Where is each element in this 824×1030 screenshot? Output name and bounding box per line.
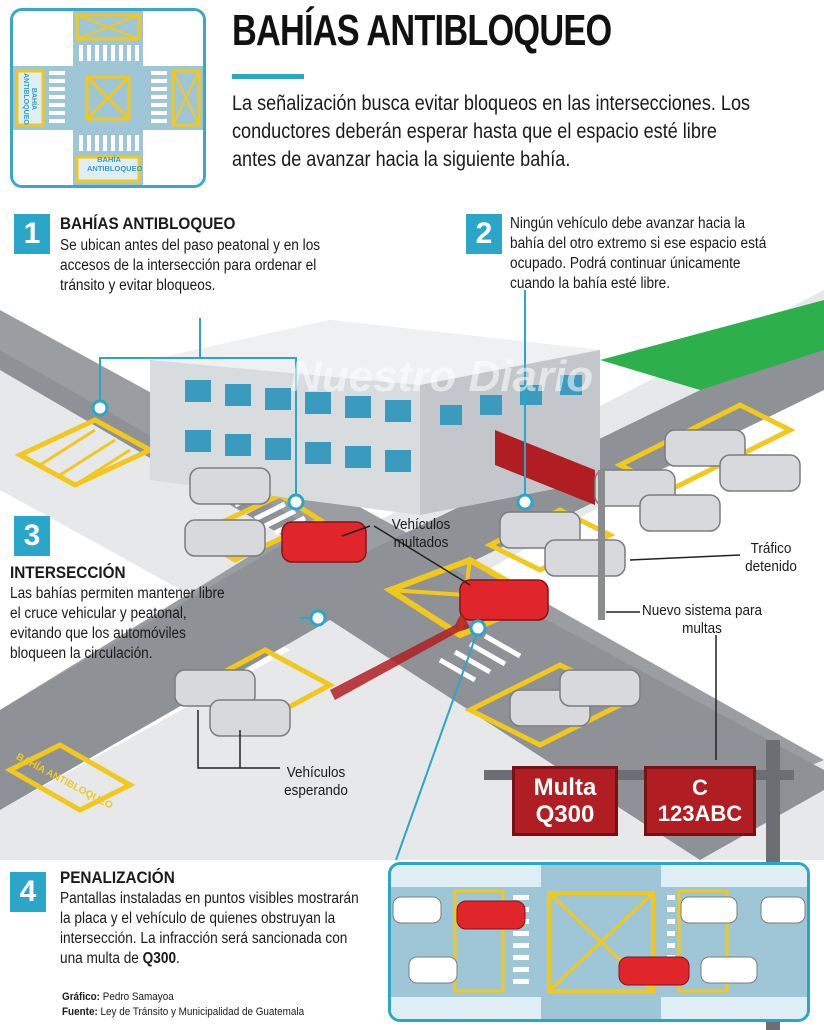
credit-source: Fuente: Ley de Tránsito y Municipalidad … <box>62 1006 305 1018</box>
top-view-diagram <box>391 865 807 1019</box>
step-number-3: 3 <box>14 516 50 556</box>
watermark: Nuestro Diario <box>290 352 594 401</box>
section-2-text: Ningún vehículo debe avanzar hacia la ba… <box>510 215 767 292</box>
callout-stopped-traffic: Tráfico detenido <box>745 540 797 575</box>
intro-text: La señalización busca evitar bloqueos en… <box>232 92 751 171</box>
title-underline <box>232 74 304 79</box>
section-1-text: Se ubican antes del paso peatonal y en l… <box>60 237 321 294</box>
thumbnail-bottom-label: BAHÍA ANTIBLOQUEO <box>87 155 143 173</box>
step-number-1: 1 <box>14 214 50 254</box>
callout-fined-vehicles: Vehículos multados <box>391 516 451 551</box>
callout-new-fine-system: Nuevo sistema para multas <box>641 602 763 637</box>
plate-sign: C 123ABC <box>644 766 756 836</box>
sign-crossbar <box>484 770 794 780</box>
step-number-2: 2 <box>466 214 502 254</box>
page-title: BAHÍAS ANTIBLOQUEO <box>232 6 612 55</box>
top-view-inset <box>388 862 810 1022</box>
thumbnail-diagram <box>13 11 203 185</box>
section-4-text: Pantallas instaladas en puntos visibles … <box>60 890 359 967</box>
section-3-title: INTERSECCIÓN <box>10 563 126 582</box>
callout-waiting-vehicles: Vehículos esperando <box>284 764 348 799</box>
section-3-text: Las bahías permiten mantener libre el cr… <box>10 585 225 662</box>
section-1-title: BAHÍAS ANTIBLOQUEO <box>60 214 236 233</box>
section-4-title: PENALIZACIÓN <box>60 868 175 887</box>
credit-graphic: Gráfico: Pedro Samayoa <box>62 991 174 1003</box>
fine-amount: Q300 <box>142 950 177 967</box>
fine-sign: Multa Q300 <box>512 766 618 836</box>
intersection-illustration <box>0 290 824 860</box>
thumbnail-left-label: BAHÍA ANTIBLOQUEO <box>22 73 37 125</box>
step-number-4: 4 <box>10 872 46 912</box>
intersection-thumbnail: BAHÍA ANTIBLOQUEO BAHÍA ANTIBLOQUEO <box>10 8 206 188</box>
